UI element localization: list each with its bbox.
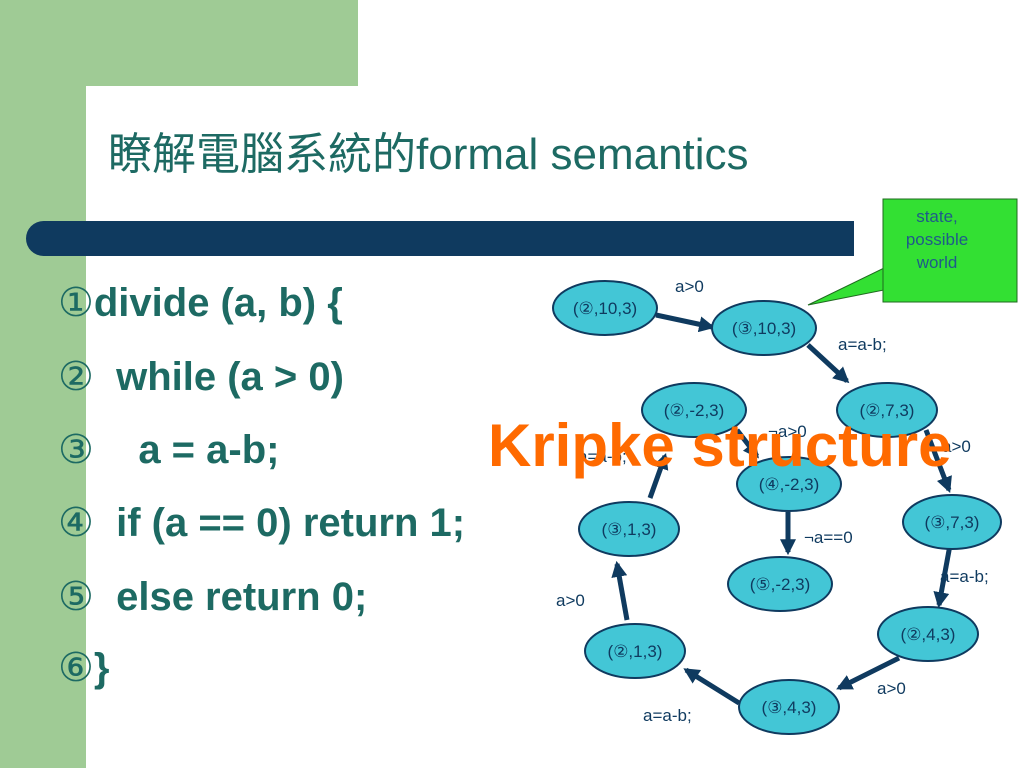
state-label: (②,1,3) [608, 642, 663, 661]
callout-line: world [916, 253, 958, 272]
code-line-3: ③ a = a-b; [58, 430, 279, 470]
code-line-2: ② while (a > 0) [58, 357, 344, 397]
code-line-6: ⑥} [58, 648, 109, 688]
code-text: divide (a, b) { [93, 281, 343, 325]
node: (②,7,3) [836, 382, 938, 438]
line-number: ④ [58, 501, 94, 545]
edge-label-a-eq-a-minus-b: a=a-b; [838, 335, 887, 354]
edge-n7-n8 [611, 560, 630, 621]
code-text: } [93, 646, 110, 690]
edge-label-a-eq-a-minus-b: a=a-b; [643, 706, 692, 725]
line-number: ① [58, 281, 94, 325]
callout-text: state, possible world [884, 205, 990, 274]
state-node-2-1-3 [584, 623, 686, 679]
code-text: while (a > 0) [93, 355, 344, 399]
state-node-3-4-3 [738, 679, 840, 735]
callout-box [882, 198, 1018, 303]
state-node-2-10-3 [552, 280, 658, 336]
state-label: (③,4,3) [762, 698, 817, 717]
node: (②,10,3) [552, 280, 658, 336]
edge-n2-n3 [806, 343, 850, 384]
state-label: (③,10,3) [732, 319, 796, 338]
code-line-5: ⑤ else return 0; [58, 577, 367, 617]
state-label: (④,-2,3) [759, 475, 820, 494]
line-number: ② [58, 355, 94, 399]
line-number: ③ [58, 428, 94, 472]
node: (③,10,3) [711, 300, 817, 356]
node: (③,1,3) [578, 501, 680, 557]
background-green-side [0, 0, 86, 768]
node: (②,-2,3) [641, 382, 747, 438]
edge-n5-n6 [836, 655, 901, 691]
node: (②,1,3) [584, 623, 686, 679]
edge-n6-n7 [683, 667, 741, 706]
edge-n9-n10 [735, 428, 759, 459]
node: (③,7,3) [902, 494, 1002, 550]
title-latin: formal semantics [416, 130, 749, 179]
edge-label-a-eq-a-minus-b: a=a-b; [940, 567, 989, 586]
state-node-4-neg2-3 [736, 456, 842, 512]
edge-label-not-a-eq-0: ¬a==0 [804, 528, 853, 547]
state-node-2-neg2-3 [641, 382, 747, 438]
code-text: if (a == 0) return 1; [93, 501, 466, 545]
edge-n8-n9 [647, 452, 669, 499]
code-text: else return 0; [93, 575, 368, 619]
edge-label-a-gt-0: a>0 [556, 591, 585, 610]
edge-label-a-gt-0: a>0 [942, 437, 971, 456]
callout-line: state, [916, 207, 958, 226]
kripke-structure-label: Kripke structure [488, 412, 952, 479]
state-node-2-4-3 [877, 606, 979, 662]
edge-n3-n4 [923, 429, 952, 493]
state-node-2-7-3 [836, 382, 938, 438]
callout-line: possible [905, 230, 969, 249]
edge-label-a-gt-0: a>0 [675, 277, 704, 296]
edges [611, 312, 953, 706]
node: (⑤,-2,3) [727, 556, 833, 612]
state-label: (②,-2,3) [664, 401, 725, 420]
title-divider-bar [26, 221, 854, 256]
edge-n4-n5 [933, 544, 953, 609]
code-line-1: ①divide (a, b) { [58, 283, 343, 323]
slide-title: 瞭解電腦系統的formal semantics [108, 118, 749, 182]
state-label: (③,7,3) [925, 513, 980, 532]
callout-pointer [807, 267, 885, 306]
state-label: (②,10,3) [573, 299, 637, 318]
state-node-5-neg2-3 [727, 556, 833, 612]
line-number: ⑥ [58, 646, 94, 690]
line-number: ⑤ [58, 575, 94, 619]
state-node-3-1-3 [578, 501, 680, 557]
state-label: (⑤,-2,3) [750, 575, 811, 594]
state-node-3-7-3 [902, 494, 1002, 550]
state-label: (③,1,3) [602, 520, 657, 539]
code-line-4: ④ if (a == 0) return 1; [58, 503, 465, 543]
state-label: (②,4,3) [901, 625, 956, 644]
edge-label-a-gt-0: a>0 [877, 679, 906, 698]
code-text: a = a-b; [93, 428, 280, 472]
edge-n1-n2 [655, 312, 716, 333]
node: (③,4,3) [738, 679, 840, 735]
title-cjk: 瞭解電腦系統的 [108, 129, 416, 180]
state-label: (②,7,3) [860, 401, 915, 420]
edge-label-a-eq-a-minus-b: a=a-b; [578, 447, 627, 466]
node: (④,-2,3) [736, 456, 842, 512]
node: (②,4,3) [877, 606, 979, 662]
edge-label-not-a-gt-0: ¬a>0 [768, 422, 807, 441]
state-node-3-10-3 [711, 300, 817, 356]
